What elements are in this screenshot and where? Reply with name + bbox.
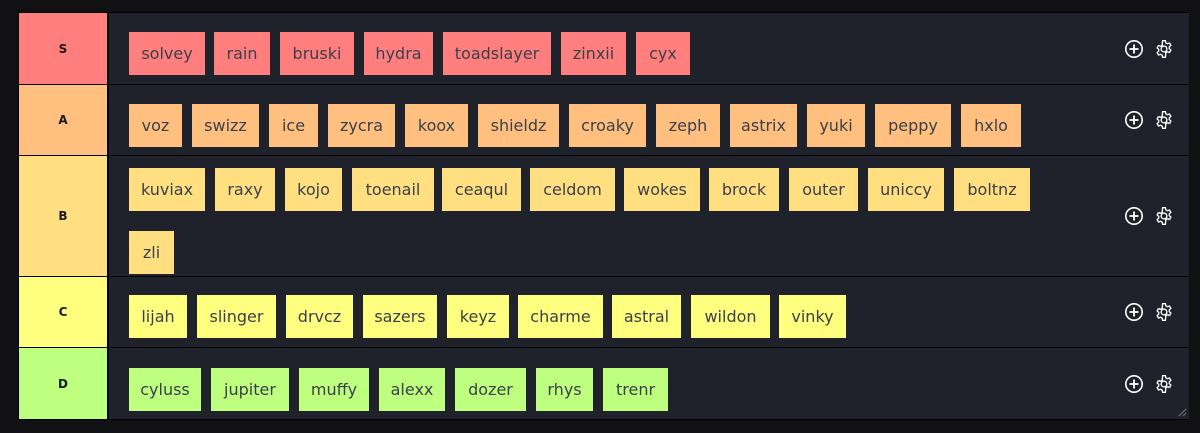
tier-item[interactable]: zinxii bbox=[561, 32, 626, 75]
tier-item[interactable]: yuki bbox=[807, 104, 865, 147]
tier-label-s[interactable]: S bbox=[19, 13, 107, 84]
tier-item[interactable]: rain bbox=[214, 32, 270, 75]
tier-item[interactable]: zycra bbox=[328, 104, 395, 147]
tier-item[interactable]: zli bbox=[129, 231, 174, 274]
tier-row-a: A voz swizz ice zycra koox shieldz croak… bbox=[19, 85, 1189, 155]
tier-items-b[interactable]: kuviax raxy kojo toenail ceaqul celdom w… bbox=[109, 156, 1189, 276]
tier-item[interactable]: vinky bbox=[779, 295, 846, 338]
tier-list: S solvey rain bruski hydra toadslayer zi… bbox=[18, 12, 1189, 420]
tier-item[interactable]: muffy bbox=[299, 368, 369, 411]
tier-controls-s bbox=[1109, 13, 1189, 84]
plus-circle-icon[interactable] bbox=[1123, 205, 1145, 227]
tier-controls-a bbox=[1109, 85, 1189, 155]
tier-label-b[interactable]: B bbox=[19, 156, 107, 276]
tier-item[interactable]: trenr bbox=[603, 368, 668, 411]
tier-item[interactable]: charme bbox=[518, 295, 603, 338]
gear-icon[interactable] bbox=[1153, 301, 1175, 323]
gear-icon[interactable] bbox=[1153, 38, 1175, 60]
tier-item[interactable]: cyx bbox=[636, 32, 690, 75]
tier-item[interactable]: shieldz bbox=[478, 104, 559, 147]
tier-item[interactable]: outer bbox=[789, 168, 858, 211]
tier-items-s[interactable]: solvey rain bruski hydra toadslayer zinx… bbox=[109, 13, 1189, 84]
gear-icon[interactable] bbox=[1153, 109, 1175, 131]
tier-item[interactable]: raxy bbox=[215, 168, 275, 211]
tier-controls-b bbox=[1109, 156, 1189, 276]
tier-items-c[interactable]: lijah slinger drvcz sazers keyz charme a… bbox=[109, 277, 1189, 347]
tier-item[interactable]: lijah bbox=[129, 295, 187, 338]
tier-item[interactable]: voz bbox=[129, 104, 182, 147]
tier-row-s: S solvey rain bruski hydra toadslayer zi… bbox=[19, 13, 1189, 84]
tier-item[interactable]: kuviax bbox=[129, 168, 205, 211]
tier-item[interactable]: zeph bbox=[656, 104, 720, 147]
tier-item[interactable]: dozer bbox=[455, 368, 526, 411]
tier-item[interactable]: wildon bbox=[691, 295, 770, 338]
plus-circle-icon[interactable] bbox=[1123, 373, 1145, 395]
tier-items-d[interactable]: cyluss jupiter muffy alexx dozer rhys tr… bbox=[109, 348, 1189, 419]
tier-item[interactable]: brock bbox=[709, 168, 779, 211]
tier-row-c: C lijah slinger drvcz sazers keyz charme… bbox=[19, 277, 1189, 347]
tier-item[interactable]: uniccy bbox=[868, 168, 944, 211]
tier-item[interactable]: keyz bbox=[447, 295, 509, 338]
tier-item[interactable]: koox bbox=[405, 104, 468, 147]
tier-items-a[interactable]: voz swizz ice zycra koox shieldz croaky … bbox=[109, 85, 1189, 155]
tier-item[interactable]: swizz bbox=[192, 104, 259, 147]
tier-item[interactable]: drvcz bbox=[286, 295, 353, 338]
tier-item[interactable]: hxlo bbox=[961, 104, 1021, 147]
tier-item[interactable]: boltnz bbox=[954, 168, 1030, 211]
tier-item[interactable]: ice bbox=[269, 104, 318, 147]
tier-item[interactable]: cyluss bbox=[129, 368, 201, 411]
tier-label-a[interactable]: A bbox=[19, 85, 107, 155]
tier-item[interactable]: astral bbox=[612, 295, 681, 338]
tier-item[interactable]: astrix bbox=[730, 104, 797, 147]
tier-item[interactable]: toenail bbox=[352, 168, 434, 211]
tier-item[interactable]: toadslayer bbox=[443, 32, 551, 75]
tier-item[interactable]: sazers bbox=[363, 295, 437, 338]
tier-item[interactable]: solvey bbox=[129, 32, 205, 75]
resize-grip-icon[interactable] bbox=[1177, 407, 1187, 417]
tier-item[interactable]: celdom bbox=[530, 168, 615, 211]
gear-icon[interactable] bbox=[1153, 373, 1175, 395]
tier-row-b: B kuviax raxy kojo toenail ceaqul celdom… bbox=[19, 156, 1189, 276]
tier-item[interactable]: slinger bbox=[197, 295, 276, 338]
gear-icon[interactable] bbox=[1153, 205, 1175, 227]
tier-item[interactable]: croaky bbox=[569, 104, 646, 147]
tier-controls-d bbox=[1109, 348, 1189, 419]
tier-item[interactable]: bruski bbox=[280, 32, 354, 75]
plus-circle-icon[interactable] bbox=[1123, 38, 1145, 60]
tier-item[interactable]: jupiter bbox=[211, 368, 289, 411]
plus-circle-icon[interactable] bbox=[1123, 301, 1145, 323]
tier-controls-c bbox=[1109, 277, 1189, 347]
tier-item[interactable]: wokes bbox=[624, 168, 700, 211]
plus-circle-icon[interactable] bbox=[1123, 109, 1145, 131]
tier-label-d[interactable]: D bbox=[19, 348, 107, 419]
tier-label-c[interactable]: C bbox=[19, 277, 107, 347]
tier-item[interactable]: hydra bbox=[364, 32, 433, 75]
tier-item[interactable]: kojo bbox=[285, 168, 342, 211]
tier-item[interactable]: alexx bbox=[379, 368, 445, 411]
tier-item[interactable]: ceaqul bbox=[442, 168, 521, 211]
tier-item[interactable]: rhys bbox=[536, 368, 593, 411]
tier-row-d: D cyluss jupiter muffy alexx dozer rhys … bbox=[19, 348, 1189, 419]
tier-item[interactable]: peppy bbox=[875, 104, 951, 147]
